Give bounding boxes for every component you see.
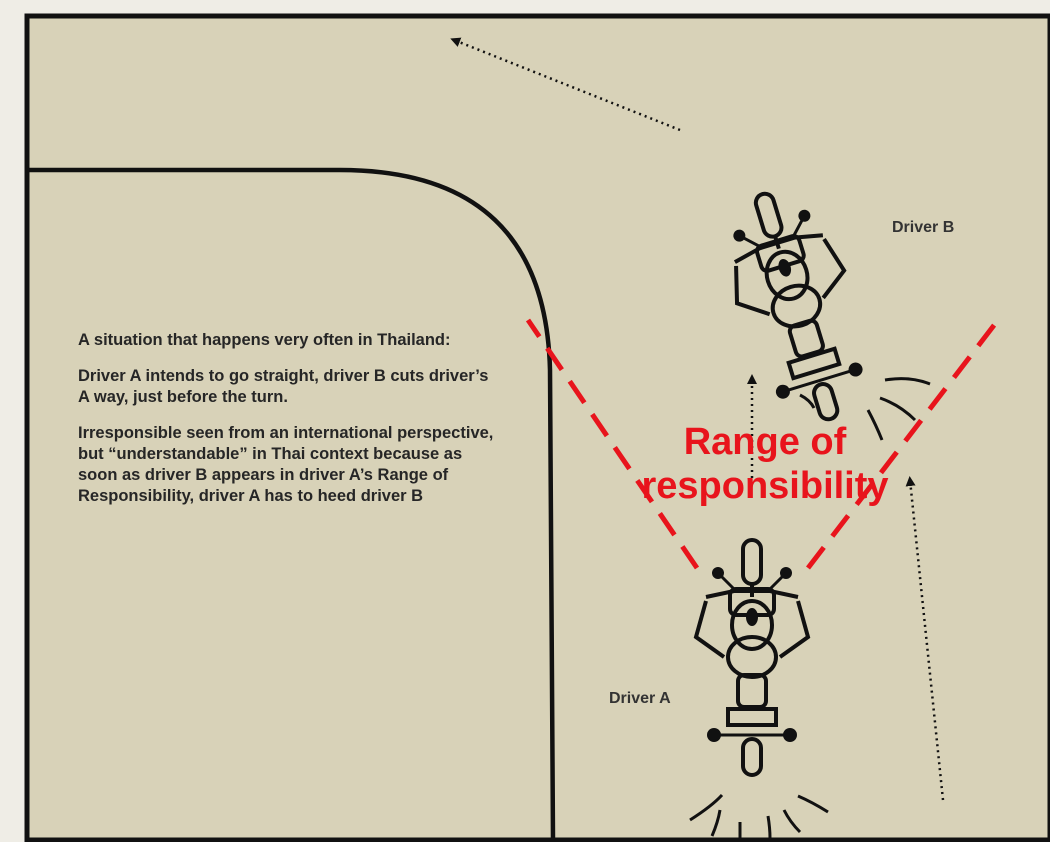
description-paragraph: Irresponsible seen from an international…	[78, 424, 494, 505]
situation-description: A situation that happens very often in T…	[78, 330, 498, 522]
description-paragraph: A situation that happens very often in T…	[78, 331, 451, 349]
range-right-boundary	[806, 318, 1000, 570]
driver-b-path-arrow	[450, 37, 681, 132]
road-area	[24, 13, 1050, 842]
driver-b-exhaust-lines	[799, 377, 931, 441]
description-paragraph: Driver A intends to go straight, driver …	[78, 367, 489, 406]
driver-a-exhaust-lines	[689, 793, 829, 839]
range-of-responsibility-label: Range of responsibility	[615, 420, 915, 508]
driver-a-label: Driver A	[609, 690, 671, 707]
range-label-line-2: responsibility	[641, 465, 889, 507]
range-label-line-1: Range of	[683, 421, 847, 463]
driver-b-label: Driver B	[892, 219, 955, 236]
curb-line	[27, 167, 556, 841]
range-left-boundary	[525, 318, 700, 570]
